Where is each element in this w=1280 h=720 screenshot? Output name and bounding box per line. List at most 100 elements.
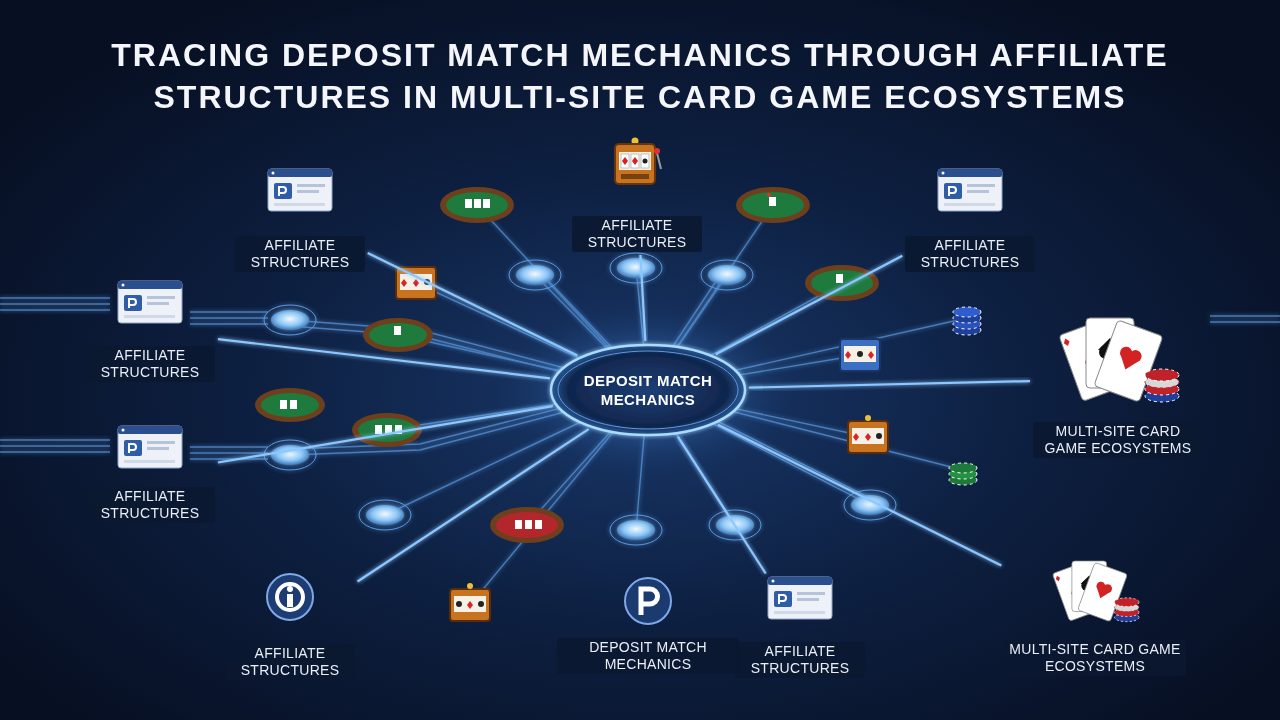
label-holder: DEPOSIT MATCH MECHANICS xyxy=(557,638,739,674)
glow-discs-part-part xyxy=(610,253,662,283)
target-icon-part-part xyxy=(287,586,293,592)
glow-discs-part xyxy=(701,260,753,290)
browser-icon-part-part xyxy=(118,281,182,289)
connector xyxy=(749,381,1030,388)
slot-machines-part-part xyxy=(454,596,486,612)
glow-discs-part xyxy=(844,490,896,520)
cards-icon-part xyxy=(1059,318,1179,402)
cards-icon-part-part-part xyxy=(1062,338,1070,348)
circuit-traces-part xyxy=(1210,315,1280,316)
cards-icon xyxy=(1033,300,1203,408)
target-icon xyxy=(225,572,355,622)
connector xyxy=(647,439,649,573)
circuit-traces-part xyxy=(0,303,110,304)
slot-icon-part-part xyxy=(619,152,651,170)
connector xyxy=(678,437,766,574)
browser-icon-part-part xyxy=(129,299,136,308)
cards-icon-part-part xyxy=(1115,598,1140,607)
glow-discs-part-part xyxy=(617,520,655,540)
circuit-traces-part xyxy=(190,458,268,459)
glow-discs-part-part xyxy=(509,260,561,290)
connector xyxy=(640,255,645,341)
connector xyxy=(218,339,550,378)
card-tables-part-part xyxy=(515,520,522,529)
circuit-traces-part xyxy=(1210,321,1280,322)
card-tables-part-part xyxy=(363,318,433,352)
slot-machines-part xyxy=(840,339,880,371)
browser-icon-part xyxy=(938,169,1002,211)
glow-discs-part-part xyxy=(617,258,655,278)
hub-ellipse: DEPOSIT MATCH MECHANICS xyxy=(548,342,748,438)
card-tables-part-part xyxy=(465,199,472,208)
slot-icon-part-part xyxy=(621,174,649,179)
card-tables-part-part xyxy=(490,507,564,543)
cards-icon-part-part-part xyxy=(1093,586,1111,601)
browser-icon-part-part xyxy=(797,592,825,595)
chip-stacks-part-part xyxy=(949,463,977,473)
label-holder: AFFILIATE STRUCTURES xyxy=(735,642,865,678)
node-label: MULTI-SITE CARD GAME ECOSYSTEMS xyxy=(1004,640,1186,676)
glow-discs-part xyxy=(610,253,662,283)
browser-icon-part-part xyxy=(272,172,275,175)
card-tables-part-part xyxy=(369,323,427,347)
browser-icon xyxy=(235,168,365,212)
plogo-icon-part-part xyxy=(625,578,671,624)
browser-icon-part-part xyxy=(297,184,325,187)
target-icon-part xyxy=(267,574,313,620)
slot-machines-part-part xyxy=(857,351,863,357)
browser-icon-part-part xyxy=(124,440,142,456)
slot-machines-part-part xyxy=(467,601,473,609)
glow-discs-part-part xyxy=(851,495,889,515)
browser-icon xyxy=(85,280,215,324)
glow-discs-part-part xyxy=(701,260,753,290)
browser-icon-part-part xyxy=(774,591,792,607)
card-tables-part-part xyxy=(483,199,490,208)
browser-icon xyxy=(905,168,1035,212)
browser-icon-part-part xyxy=(938,169,1002,211)
icon-node: AFFILIATE STRUCTURES xyxy=(235,168,365,272)
glow-discs-part xyxy=(264,440,316,470)
slot-machines-part-part xyxy=(450,589,490,621)
browser-icon-part-part xyxy=(967,184,995,187)
chip-stacks-part xyxy=(949,463,977,485)
slot-icon-part xyxy=(615,138,661,185)
browser-icon-part-part xyxy=(124,295,142,311)
icon-node: DEPOSIT MATCH MECHANICS xyxy=(557,576,739,674)
glow-discs-part-part xyxy=(359,500,411,530)
circuit-traces xyxy=(0,205,1280,605)
browser-icon-part xyxy=(768,577,832,619)
browser-icon-part-part xyxy=(124,460,175,463)
slot-machines-part-part xyxy=(876,433,882,439)
browser-icon-part-part xyxy=(279,187,286,196)
label-holder: AFFILIATE STRUCTURES xyxy=(572,216,702,252)
circuit-traces-part xyxy=(0,439,110,440)
icon-node: AFFILIATE STRUCTURES xyxy=(225,572,355,680)
glow-discs-part xyxy=(610,515,662,545)
glow-discs-part xyxy=(509,260,561,290)
cards-icon-part-part xyxy=(1145,369,1179,381)
slot-icon-part-part xyxy=(643,159,648,164)
cards-icon xyxy=(1004,548,1186,626)
slot-machines-part-part xyxy=(467,583,473,589)
glow-discs-part-part xyxy=(610,515,662,545)
browser-icon-part-part xyxy=(949,187,956,196)
cards-icon-part-part-part xyxy=(1115,353,1140,374)
browser-icon-part-part xyxy=(772,580,775,583)
cards-icon-part-part-part xyxy=(1055,575,1061,582)
chip-stacks-part xyxy=(953,307,981,335)
node-label: AFFILIATE STRUCTURES xyxy=(225,644,355,680)
browser-icon-part-part xyxy=(147,447,169,450)
label-holder: AFFILIATE STRUCTURES xyxy=(85,346,215,382)
slot-icon-part-part xyxy=(657,153,661,169)
slot-machines-part-part xyxy=(478,601,484,607)
slot-machines-part-part xyxy=(844,346,876,362)
card-tables-part-part xyxy=(255,388,325,422)
card-tables-part-part xyxy=(474,199,481,208)
connector xyxy=(358,429,589,581)
card-tables-part-part xyxy=(261,393,319,417)
icon-node: AFFILIATE STRUCTURES xyxy=(905,168,1035,272)
browser-icon-part-part xyxy=(774,611,825,614)
label-holder: AFFILIATE STRUCTURES xyxy=(235,236,365,272)
node-label: DEPOSIT MATCH MECHANICS xyxy=(557,638,739,674)
